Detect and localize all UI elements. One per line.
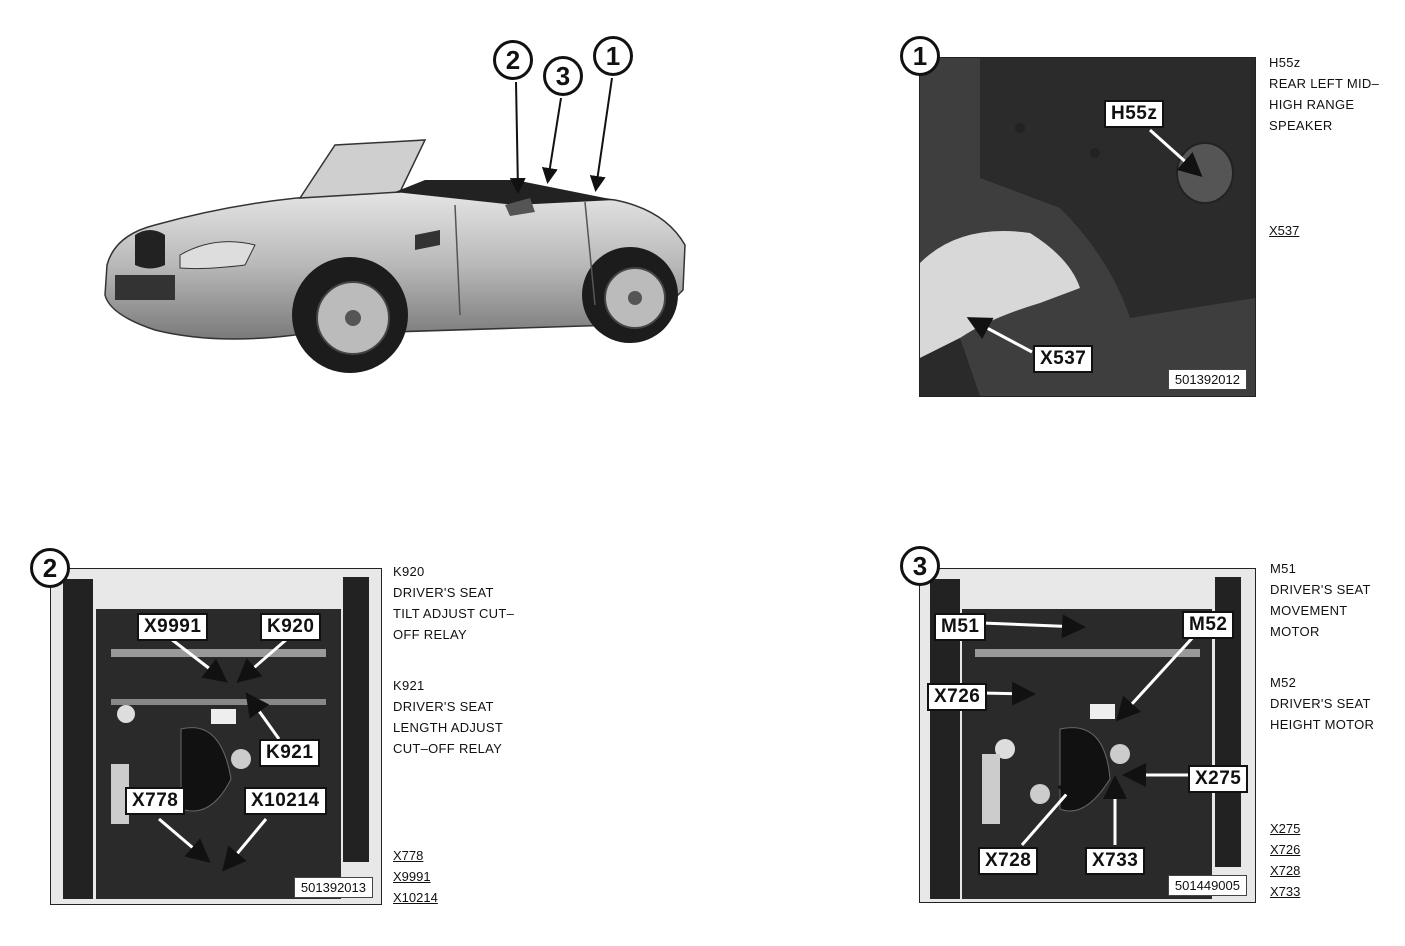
- desc-line: M51: [1270, 561, 1297, 576]
- panel1-photo: H55z X537 501392012: [919, 57, 1256, 397]
- panel2-figure-code: 501392013: [293, 877, 373, 898]
- callout-2: 2: [493, 40, 533, 80]
- label-x733: X733: [1085, 847, 1146, 875]
- panel2-photo: X9991 K920 K921 X778 X10214 501392013: [50, 568, 382, 905]
- desc-line: HEIGHT MOTOR: [1270, 717, 1375, 732]
- panel2-connectors: X778 X9991 X10214: [393, 845, 438, 908]
- panel1-arrows: [966, 128, 1203, 354]
- label-k921: K921: [259, 739, 321, 767]
- panel3-figure-code: 501449005: [1167, 875, 1247, 896]
- desc-line: HIGH RANGE: [1269, 97, 1355, 112]
- desc-line: DRIVER'S SEAT: [393, 585, 494, 600]
- panel1-callout: 1: [900, 36, 940, 76]
- desc-line: DRIVER'S SEAT: [1270, 696, 1371, 711]
- connector-link[interactable]: X9991: [393, 869, 431, 884]
- connector-link[interactable]: X537: [1269, 223, 1300, 238]
- label-k920: K920: [260, 613, 322, 641]
- panel1-scene: [920, 58, 1255, 396]
- panel2-callout: 2: [30, 548, 70, 588]
- connector-link[interactable]: X10214: [393, 890, 438, 905]
- label-m52: M52: [1182, 611, 1235, 639]
- panel1-figure-code: 501392012: [1167, 369, 1247, 390]
- desc-line: REAR LEFT MID–: [1269, 76, 1380, 91]
- label-x275: X275: [1188, 765, 1249, 793]
- desc-line: H55z: [1269, 55, 1301, 70]
- callout-1: 1: [593, 36, 633, 76]
- panel3-callout: 3: [900, 546, 940, 586]
- connector-link[interactable]: X728: [1270, 863, 1301, 878]
- panel2-description: K920 DRIVER'S SEAT TILT ADJUST CUT– OFF …: [393, 561, 514, 759]
- connector-link[interactable]: X733: [1270, 884, 1301, 899]
- desc-line: [393, 645, 514, 675]
- callout-3: 3: [543, 56, 583, 96]
- panel1-description: H55z REAR LEFT MID– HIGH RANGE SPEAKER: [1269, 52, 1379, 136]
- desc-line: MOVEMENT: [1270, 603, 1348, 618]
- desc-line: MOTOR: [1270, 624, 1320, 639]
- panel2-scene: [51, 569, 381, 904]
- label-x728: X728: [978, 847, 1039, 875]
- car-drawing: [104, 139, 686, 373]
- label-x726: X726: [927, 683, 988, 711]
- label-h55z: H55z: [1104, 100, 1165, 128]
- desc-line: K921: [393, 678, 425, 693]
- car-illustration: [95, 30, 695, 390]
- connector-link[interactable]: X726: [1270, 842, 1301, 857]
- desc-line: TILT ADJUST CUT–: [393, 606, 515, 621]
- label-x9991: X9991: [137, 613, 209, 641]
- panel3-description: M51 DRIVER'S SEAT MOVEMENT MOTOR M52 DRI…: [1270, 558, 1374, 735]
- desc-line: OFF RELAY: [393, 627, 467, 642]
- label-m51: M51: [934, 613, 987, 641]
- panel2-arrows: [158, 637, 288, 872]
- panel1-connectors: X537: [1269, 220, 1299, 241]
- desc-line: K920: [393, 564, 425, 579]
- desc-line: SPEAKER: [1269, 118, 1333, 133]
- label-x10214: X10214: [244, 787, 327, 815]
- panel3-arrows: [981, 614, 1197, 846]
- connector-link[interactable]: X275: [1270, 821, 1301, 836]
- connector-link[interactable]: X778: [393, 848, 424, 863]
- desc-line: LENGTH ADJUST: [393, 720, 504, 735]
- panel3-connectors: X275 X726 X728 X733: [1270, 818, 1300, 902]
- desc-line: M52: [1270, 675, 1297, 690]
- desc-line: DRIVER'S SEAT: [1270, 582, 1371, 597]
- desc-line: CUT–OFF RELAY: [393, 741, 503, 756]
- label-x778: X778: [125, 787, 186, 815]
- label-x537: X537: [1033, 345, 1094, 373]
- panel3-photo: M51 M52 X726 X275 X728 X733 501449005: [919, 568, 1256, 903]
- desc-line: [1270, 642, 1374, 672]
- desc-line: DRIVER'S SEAT: [393, 699, 494, 714]
